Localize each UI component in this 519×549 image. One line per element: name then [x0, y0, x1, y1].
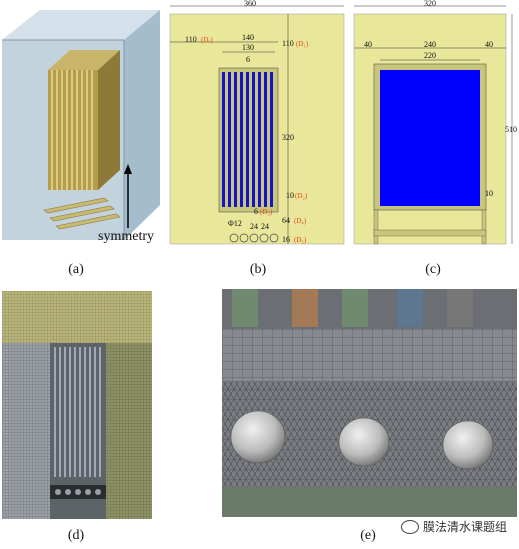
symmetry-label: symmetry: [98, 229, 154, 244]
dim-10: 10: [485, 189, 493, 198]
svg-text:110: 110: [185, 35, 197, 44]
panel-d-mesh-front: [2, 291, 152, 519]
dim-gap6-tag: (D₃): [260, 208, 273, 216]
panel-c-side-view: 320 40 240 40 220 510 10: [350, 0, 519, 260]
caption-a: (a): [68, 262, 84, 277]
panel-a-3d-model: symmetry: [0, 0, 165, 255]
panel-b-front-view: 360 110 (Dₓ) 140 130 6: [168, 0, 346, 260]
caption-b: (b): [249, 262, 267, 277]
aerator-holes: [229, 233, 279, 243]
watermark: 膜法清水课题组: [400, 518, 507, 535]
dim-16-tag: (D₅): [294, 236, 307, 244]
dim-220: 220: [424, 51, 436, 60]
dim-130: 130: [242, 43, 254, 52]
dim-510: 510: [505, 125, 517, 134]
dim-total-width: 360: [244, 0, 256, 8]
mesh-aerator-holes: [55, 489, 101, 495]
dim-top: 110: [282, 39, 294, 48]
caption-e: (e): [360, 528, 376, 543]
caption-d: (d): [67, 528, 85, 543]
wechat-logo-icon: [400, 519, 419, 534]
dim-24a: 24: [250, 222, 258, 231]
mesh-membrane-lines: [54, 347, 101, 477]
caption-c: (c): [425, 262, 441, 277]
membrane-sheets: [222, 72, 273, 207]
panel-e-mesh-closeup: [222, 289, 517, 517]
dim-320: 320: [282, 133, 294, 142]
dim-64: 64: [282, 216, 290, 225]
dim-small: 10: [286, 191, 294, 200]
dim-240: 240: [424, 40, 436, 49]
watermark-text: 膜法清水课题组: [422, 520, 507, 534]
dim-left: 110: [185, 35, 197, 44]
dim-16: 16: [282, 235, 290, 244]
dim-phi: Φ12: [228, 219, 242, 228]
dim-left-c: 40: [364, 40, 372, 49]
dim-64-tag: (D₄): [294, 217, 307, 225]
dim-total-width-c: 320: [424, 0, 436, 8]
membrane-stack: [43, 50, 121, 230]
dim-small-tag: (D₂): [295, 192, 308, 200]
dim-gap6: 6: [254, 207, 258, 216]
dim-top-tag: (D₁): [296, 40, 309, 48]
dim-24b: 24: [261, 222, 269, 231]
dim-140: 140: [242, 33, 254, 42]
membrane-blue-area: [380, 70, 480, 206]
dim-right-c: 40: [485, 40, 493, 49]
dim-6: 6: [246, 55, 250, 64]
dim-left-tag: (Dₓ): [201, 36, 213, 44]
sphere-elements: [230, 410, 494, 470]
